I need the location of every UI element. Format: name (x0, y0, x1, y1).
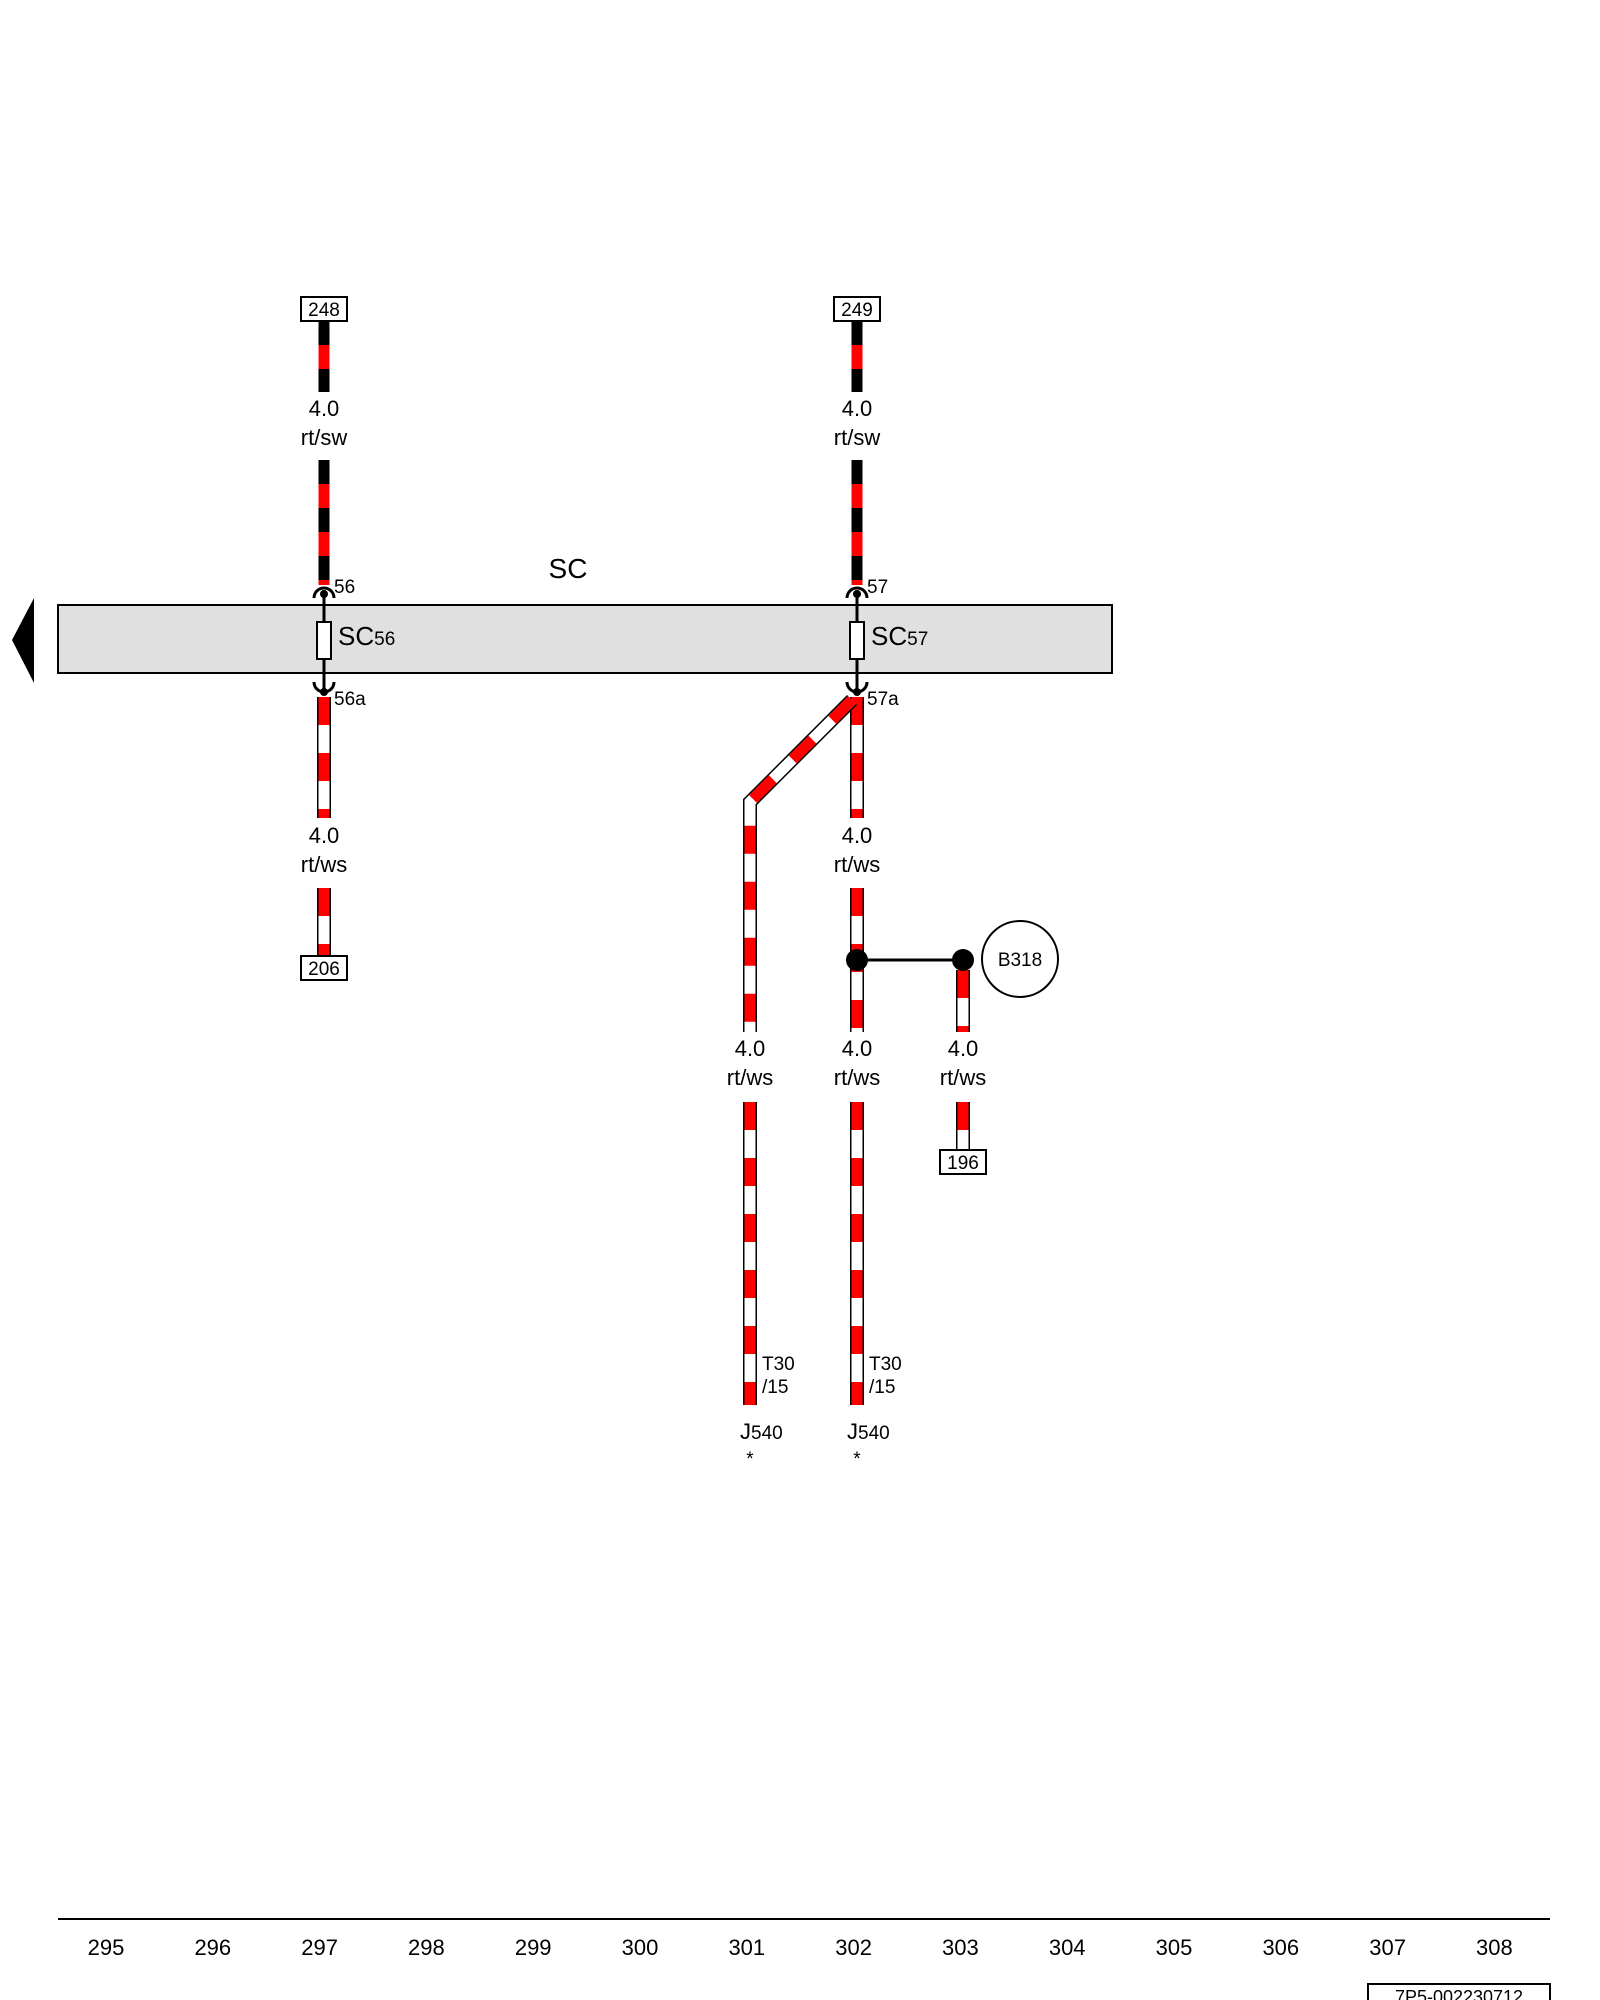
svg-text:4.0: 4.0 (842, 1036, 873, 1061)
ruler-number: 306 (1262, 1935, 1299, 1960)
splice-node-icon (846, 949, 868, 971)
svg-text:rt/ws: rt/ws (301, 852, 347, 877)
wire-label-j540-left: 4.0 rt/ws (727, 1036, 773, 1090)
svg-text:4.0: 4.0 (735, 1036, 766, 1061)
ref-box-248[interactable]: 248 (300, 296, 348, 322)
fuse-holder-label: SC (549, 553, 588, 584)
wire-label-57a: 4.0 rt/ws (834, 823, 880, 877)
svg-text:/15: /15 (762, 1377, 788, 1398)
fuse-sc56-label: SC56 (338, 621, 395, 651)
ruler-number: 300 (622, 1935, 659, 1960)
ruler-number: 304 (1049, 1935, 1086, 1960)
svg-text:B318: B318 (998, 950, 1042, 971)
svg-text:4.0: 4.0 (842, 823, 873, 848)
ruler-number: 307 (1369, 1935, 1406, 1960)
splice-b318 (846, 949, 974, 971)
ruler: 295 296 297 298 299 300 301 302 303 304 305 306 307 3… (88, 1935, 1513, 1960)
fuse-sc56[interactable]: SC56 56 56a (312, 577, 395, 710)
svg-text:249: 249 (841, 300, 873, 321)
ruler-number: 305 (1156, 1935, 1193, 1960)
fuse-sc57-pin-in: 57 (867, 577, 888, 598)
svg-text:rt/ws: rt/ws (834, 852, 880, 877)
ruler-number: 303 (942, 1935, 979, 1960)
fuse-sc57-terminal-top-icon (845, 586, 869, 599)
wire-label-248: 4.0 rt/sw (301, 396, 348, 450)
ruler-number: 301 (728, 1935, 765, 1960)
wires-layer (317, 321, 970, 1405)
ruler-number: 298 (408, 1935, 445, 1960)
ruler-number: 308 (1476, 1935, 1513, 1960)
component-b318[interactable]: B318 (981, 920, 1059, 998)
fuse-sc57-pin-out: 57a (867, 689, 899, 710)
ruler-number: 296 (194, 1935, 231, 1960)
svg-text:J540: J540 (740, 1419, 783, 1444)
svg-text:rt/sw: rt/sw (834, 425, 881, 450)
svg-text:248: 248 (308, 300, 340, 321)
svg-text:206: 206 (308, 959, 340, 980)
svg-text:rt/ws: rt/ws (727, 1065, 773, 1090)
connector-j540-left[interactable]: T30 /15 J540 * (740, 1354, 795, 1470)
wire-label-196: 4.0 rt/ws (940, 1036, 986, 1090)
svg-text:T30: T30 (869, 1354, 902, 1375)
svg-text:4.0: 4.0 (309, 823, 340, 848)
wire-label-j540-right: 4.0 rt/ws (834, 1036, 880, 1090)
svg-text:*: * (746, 1449, 754, 1470)
fuse-sc56-pin-in: 56 (334, 577, 355, 598)
svg-text:rt/ws: rt/ws (940, 1065, 986, 1090)
fuse-sc56-symbol (316, 621, 332, 660)
svg-text:4.0: 4.0 (948, 1036, 979, 1061)
svg-text:4.0: 4.0 (842, 396, 873, 421)
svg-text:7P5-002230712: 7P5-002230712 (1395, 1987, 1523, 2000)
left-arrow-icon (12, 598, 34, 683)
fuse-sc56-terminal-top-icon (312, 586, 336, 599)
svg-text:rt/sw: rt/sw (301, 425, 348, 450)
svg-text:rt/ws: rt/ws (834, 1065, 880, 1090)
connector-j540-right[interactable]: T30 /15 J540 * (847, 1354, 902, 1470)
fuse-sc56-pin-out: 56a (334, 689, 366, 710)
ruler-number: 302 (835, 1935, 872, 1960)
svg-text:T30: T30 (762, 1354, 795, 1375)
fuse-sc57[interactable]: SC57 57 57a (845, 577, 928, 710)
fuse-sc57-label: SC57 (871, 621, 928, 651)
fuse-sc57-symbol (849, 621, 865, 660)
fuse-holder-bar (57, 604, 1113, 674)
ruler-number: 297 (301, 1935, 338, 1960)
svg-text:*: * (853, 1449, 861, 1470)
svg-text:J540: J540 (847, 1419, 890, 1444)
ruler-number: 299 (515, 1935, 552, 1960)
svg-text:/15: /15 (869, 1377, 895, 1398)
wire-j540-left-upper[interactable] (743, 695, 857, 1032)
ref-box-249[interactable]: 249 (833, 296, 881, 322)
svg-text:196: 196 (947, 1153, 979, 1174)
ref-box-206[interactable]: 206 (300, 955, 348, 981)
svg-text:4.0: 4.0 (309, 396, 340, 421)
ruler-number: 295 (88, 1935, 125, 1960)
wire-label-206: 4.0 rt/ws (301, 823, 347, 877)
ref-box-196[interactable]: 196 (939, 1149, 987, 1175)
wire-label-249: 4.0 rt/sw (834, 396, 881, 450)
doc-id: 7P5-002230712 (1367, 1983, 1551, 2000)
splice-node-icon (952, 949, 974, 971)
